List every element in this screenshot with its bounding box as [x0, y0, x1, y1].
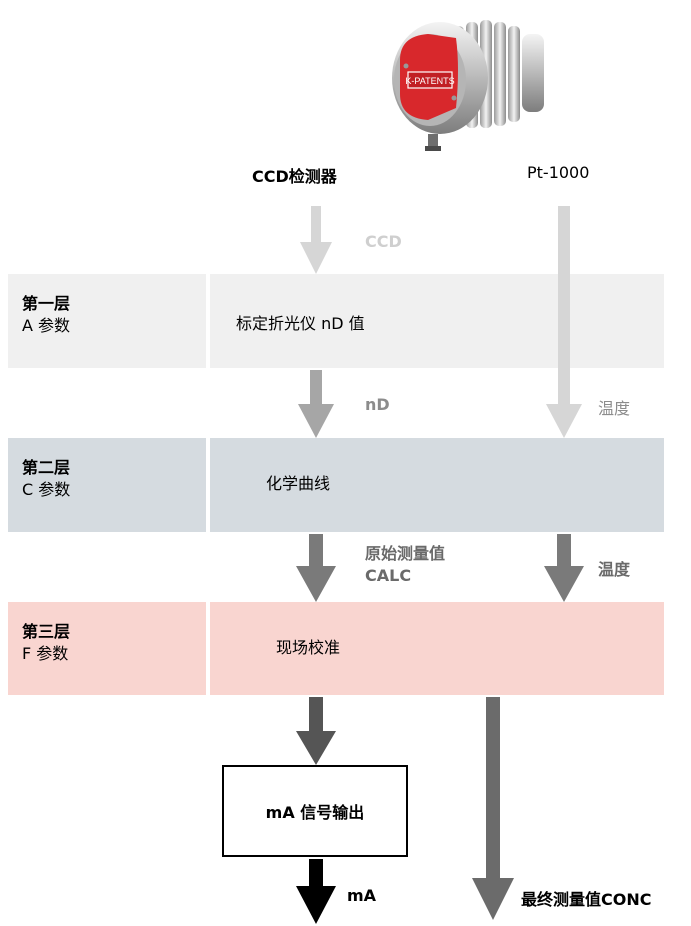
arrow-temperature-2 [544, 534, 584, 602]
layer-2-text: 化学曲线 [266, 474, 331, 493]
refractometer-sensor-image: K-PATENTS [392, 20, 544, 151]
layer-1-title: 第一层 [22, 294, 71, 313]
raw-measurement-line1: 原始测量值 [365, 544, 446, 563]
layer-band-1: 第一层 A 参数 标定折光仪 nD 值 [8, 274, 664, 368]
ma-signal-output-label: mA 信号输出 [265, 803, 365, 822]
arrow-label-ccd: CCD [365, 232, 402, 251]
sensor-brand-text: K-PATENTS [405, 76, 454, 86]
layer-1-param: A 参数 [22, 316, 71, 335]
layer-2-param: C 参数 [22, 480, 71, 499]
layer-band-3: 第三层 F 参数 现场校准 [8, 602, 664, 695]
arrow-label-raw-measurement: 原始测量值 CALC [365, 543, 445, 587]
arrow-label-final-conc: 最终测量值CONC [521, 890, 652, 909]
layer-band-2: 第二层 C 参数 化学曲线 [8, 438, 664, 532]
arrow-label-temperature-2: 温度 [598, 560, 631, 579]
pt1000-label: Pt-1000 [527, 163, 590, 182]
layer-1-text: 标定折光仪 nD 值 [236, 314, 365, 333]
arrow-to-output [296, 697, 336, 765]
arrow-final-conc [472, 697, 514, 920]
raw-measurement-line2: CALC [365, 566, 412, 585]
arrow-label-temperature-1: 温度 [598, 399, 631, 418]
arrow-ccd [300, 206, 332, 274]
layer-3-title: 第三层 [22, 622, 71, 641]
arrow-nd [298, 370, 334, 438]
layer-3-text: 现场校准 [276, 638, 341, 657]
ma-signal-output-box: mA 信号输出 [222, 765, 408, 857]
layer-2-title: 第二层 [22, 458, 71, 477]
arrow-raw-measurement [296, 534, 336, 602]
arrow-label-nd: nD [365, 395, 390, 414]
arrow-temperature-1 [546, 206, 582, 438]
arrow-ma [296, 859, 336, 924]
layer-3-param: F 参数 [22, 644, 69, 663]
arrow-label-ma: mA [347, 886, 377, 905]
ccd-detector-label: CCD检测器 [252, 167, 337, 186]
